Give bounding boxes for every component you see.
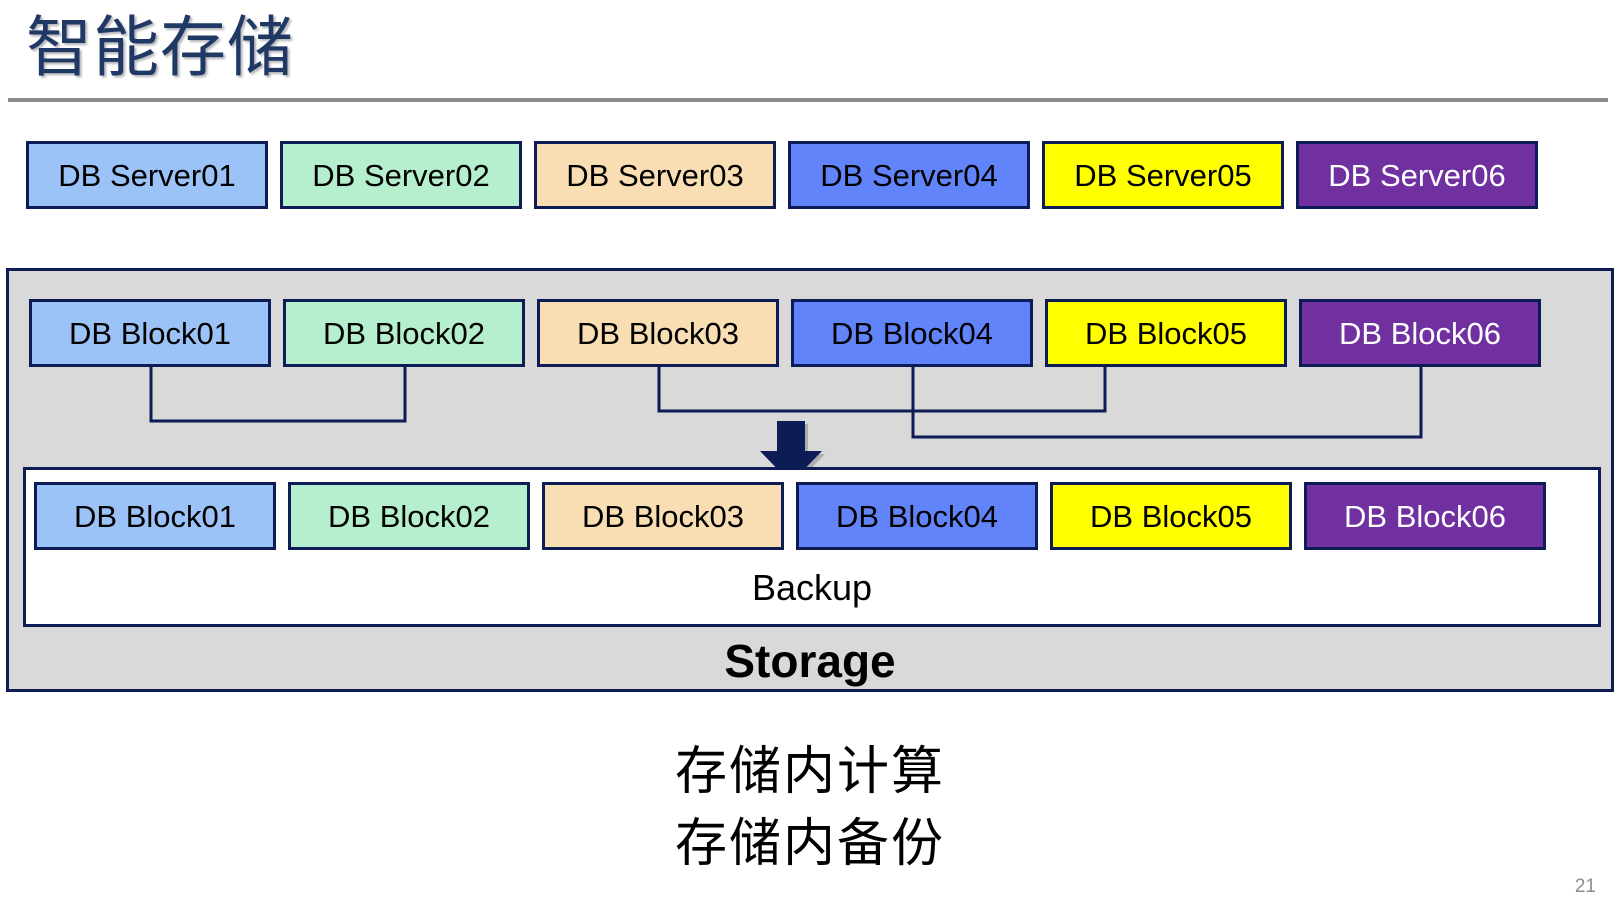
caption-line-1: 存储内计算 bbox=[674, 743, 945, 801]
down-arrow-icon bbox=[760, 421, 825, 486]
db-block-chip-label: DB Block01 bbox=[69, 315, 231, 351]
connector-path-2 bbox=[657, 367, 1107, 413]
db-block-chip-2[interactable]: DB Block02 bbox=[283, 299, 525, 367]
backup-block-chip-label: DB Block02 bbox=[328, 498, 490, 534]
down-arrow-body bbox=[760, 421, 822, 483]
db-block-chip-label: DB Block06 bbox=[1339, 315, 1501, 351]
backup-block-chip-label: DB Block04 bbox=[836, 498, 998, 534]
backup-db-block-row: DB Block01 DB Block02 DB Block03 DB Block04… bbox=[26, 470, 1598, 562]
backup-block-chip-6[interactable]: DB Block06 bbox=[1304, 482, 1546, 550]
db-server-chip-label: DB Server04 bbox=[820, 157, 998, 193]
db-block-chip-label: DB Block03 bbox=[577, 315, 739, 351]
db-block-chip-label: DB Block04 bbox=[831, 315, 993, 351]
slide-caption: 存储内计算 存储内备份 bbox=[0, 736, 1620, 880]
db-server-chip-2[interactable]: DB Server02 bbox=[280, 141, 522, 209]
backup-block-chip-4[interactable]: DB Block04 bbox=[796, 482, 1038, 550]
db-server-chip-label: DB Server01 bbox=[58, 157, 236, 193]
db-block-chip-5[interactable]: DB Block05 bbox=[1045, 299, 1287, 367]
db-server-chip-6[interactable]: DB Server06 bbox=[1296, 141, 1538, 209]
db-server-chip-1[interactable]: DB Server01 bbox=[26, 141, 268, 209]
db-block-chip-6[interactable]: DB Block06 bbox=[1299, 299, 1541, 367]
storage-container: DB Block01 DB Block02 DB Block03 DB Block04… bbox=[6, 268, 1614, 692]
db-server-chip-4[interactable]: DB Server04 bbox=[788, 141, 1030, 209]
backup-block-chip-1[interactable]: DB Block01 bbox=[34, 482, 276, 550]
backup-block-chip-label: DB Block01 bbox=[74, 498, 236, 534]
db-block-chip-label: DB Block02 bbox=[323, 315, 485, 351]
block-connector-lines bbox=[149, 367, 1423, 486]
connector-path-1 bbox=[149, 367, 407, 423]
db-server-chip-5[interactable]: DB Server05 bbox=[1042, 141, 1284, 209]
db-server-chip-label: DB Server03 bbox=[566, 157, 744, 193]
backup-block-chip-3[interactable]: DB Block03 bbox=[542, 482, 784, 550]
caption-line-2: 存储内备份 bbox=[674, 815, 945, 873]
backup-block-chip-5[interactable]: DB Block05 bbox=[1050, 482, 1292, 550]
connector-path-3 bbox=[911, 367, 1423, 439]
backup-block-chip-label: DB Block05 bbox=[1090, 498, 1252, 534]
backup-block-chip-2[interactable]: DB Block02 bbox=[288, 482, 530, 550]
db-block-chip-3[interactable]: DB Block03 bbox=[537, 299, 779, 367]
db-server-chip-label: DB Server02 bbox=[312, 157, 490, 193]
backup-block-chip-label: DB Block06 bbox=[1344, 498, 1506, 534]
storage-label: Storage bbox=[724, 635, 896, 687]
db-block-chip-label: DB Block05 bbox=[1085, 315, 1247, 351]
backup-box: DB Block01 DB Block02 DB Block03 DB Block04… bbox=[23, 467, 1601, 627]
db-server-chip-label: DB Server05 bbox=[1074, 157, 1252, 193]
db-server-chip-label: DB Server06 bbox=[1328, 157, 1506, 193]
page-title: 智能存储 bbox=[26, 10, 294, 84]
db-block-chip-4[interactable]: DB Block04 bbox=[791, 299, 1033, 367]
backup-label: Backup bbox=[751, 567, 873, 608]
db-block-chip-1[interactable]: DB Block01 bbox=[29, 299, 271, 367]
page-number: 21 bbox=[1574, 876, 1596, 897]
title-divider bbox=[8, 98, 1608, 102]
backup-block-chip-label: DB Block03 bbox=[582, 498, 744, 534]
db-server-chip-3[interactable]: DB Server03 bbox=[534, 141, 776, 209]
primary-db-block-row: DB Block01 DB Block02 DB Block03 DB Block04… bbox=[9, 271, 1617, 381]
